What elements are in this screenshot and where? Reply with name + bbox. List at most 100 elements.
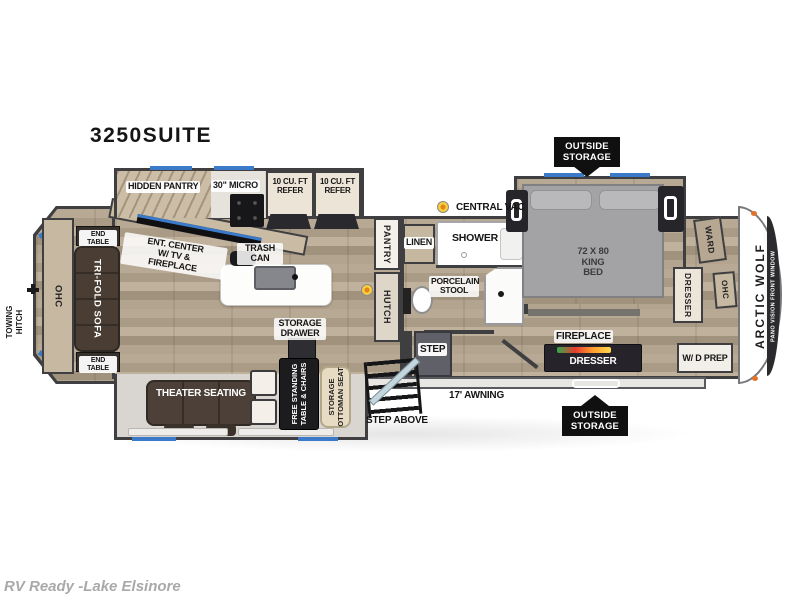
kitchen-window-1	[150, 166, 192, 170]
refer-2-box: 10 CU. FT REFER	[314, 171, 361, 218]
bed-window-right	[658, 186, 684, 232]
island-sink	[254, 266, 296, 290]
theater-seating-label: THEATER SEATING	[156, 388, 246, 399]
kitchen-slide: 10 CU. FT REFER 10 CU. FT REFER	[114, 168, 364, 218]
micro-label: 30" MICRO	[211, 180, 260, 192]
bed-foot-frame	[528, 309, 640, 316]
storage-drawer-label: STORAGE DRAWER	[274, 318, 326, 340]
outside-storage-badge-bottom: OUTSIDE STORAGE	[562, 406, 628, 436]
marker-light-top	[751, 211, 757, 216]
hidden-pantry-label: HIDDEN PANTRY	[126, 181, 201, 193]
end-table-top: END TABLE	[76, 226, 120, 248]
toilet-bowl	[411, 286, 433, 314]
bed-window-strip-1	[544, 173, 584, 177]
dresser-foot-label: DRESSER	[569, 356, 617, 367]
watermark: RV Ready -Lake Elsinore	[4, 578, 181, 595]
shower-seat	[500, 228, 523, 260]
king-bed-label: 72 X 80 KING BED	[577, 246, 609, 279]
ward-cabinet: WARD	[693, 216, 727, 264]
shower-bottom-wall	[436, 265, 526, 268]
front-cap: ARCTIC WOLF PANO VISION FRONT WINDOW	[738, 206, 782, 384]
central-vac-label: CENTRAL VAC	[456, 202, 525, 213]
awning-label: 17' AWNING	[449, 390, 505, 401]
bath-vanity	[484, 267, 524, 325]
arctic-wolf-text: ARCTIC WOLF	[752, 218, 768, 374]
shower-label: SHOWER	[452, 232, 499, 244]
fireplace-dresser: DRESSER	[544, 344, 642, 372]
arctic-wolf-label: ARCTIC WOLF	[753, 243, 767, 349]
kitchen-window-2	[214, 166, 254, 170]
fireplace-label: FIREPLACE	[554, 330, 613, 343]
porcelain-stool-label: PORCELAIN STOOL	[429, 276, 480, 297]
pantry-cabinet: PANTRY	[374, 218, 400, 270]
ohc-left-cabinet: OHC	[42, 218, 74, 374]
towing-hitch-label: TOWING HITCH	[5, 305, 24, 339]
ohc-right-label: OHC	[719, 280, 731, 300]
outside-storage-badge-bottom-tail	[581, 395, 609, 406]
free-standing-label: FREE STANDING TABLE & CHAIRS	[290, 362, 308, 426]
bed-window-left	[506, 190, 528, 232]
central-vac-floor-dot	[361, 284, 373, 296]
tri-fold-sofa: TRI-FOLD SOFA	[74, 246, 120, 352]
wd-prep-label: W/ D PREP	[682, 353, 728, 363]
floor-mat-1	[128, 428, 228, 436]
trash-can-label: TRASH CAN	[237, 243, 283, 265]
sink-faucet	[292, 274, 298, 280]
storage-ottoman-label: STORAGE OTTOMAN SEAT	[326, 367, 345, 427]
hutch-label: HUTCH	[382, 290, 392, 324]
bed-window-strip-2	[610, 173, 650, 177]
ward-label: WARD	[703, 225, 717, 255]
dining-chair-1	[250, 370, 277, 396]
hitch-mark-2	[31, 284, 35, 294]
refer-1-box: 10 CU. FT REFER	[266, 171, 314, 218]
storage-ottoman: STORAGE OTTOMAN SEAT	[320, 366, 351, 428]
theater-window-1	[132, 437, 176, 441]
shower	[436, 221, 526, 267]
refer-1-front	[266, 214, 311, 229]
dining-chair-2	[250, 399, 277, 425]
bed-window-right-glass	[664, 196, 677, 220]
front-window-band: PANO VISION FRONT WINDOW	[767, 216, 780, 376]
theater-window-2	[298, 437, 338, 441]
marker-light-bottom	[752, 376, 758, 381]
end-table-bottom: END TABLE	[76, 352, 120, 374]
end-table-bottom-label: END TABLE	[79, 356, 117, 374]
bath-wall-bottom	[424, 330, 494, 334]
linen-label: LINEN	[404, 237, 435, 249]
step-label: STEP	[418, 343, 448, 356]
bed-window-left-glass	[511, 199, 522, 221]
theater-sofa	[146, 380, 256, 426]
wd-prep-closet: W/ D PREP	[677, 343, 733, 373]
hidden-pantry-shelves	[117, 171, 211, 218]
end-table-top-label: END TABLE	[79, 230, 117, 248]
shower-drain	[461, 252, 467, 258]
central-vac-dot	[437, 201, 449, 213]
bed-pillow-right	[599, 190, 661, 210]
refer-2-label: 10 CU. FT REFER	[319, 177, 356, 195]
outside-storage-badge-top-tail	[573, 166, 601, 177]
stair-rail	[368, 356, 421, 406]
bed-pillow-left	[530, 190, 592, 210]
tri-fold-sofa-label: TRI-FOLD SOFA	[91, 259, 103, 339]
vanity-faucet	[498, 291, 504, 297]
towing-hitch: TOWING HITCH	[0, 296, 30, 348]
dresser-side-label: DRESSER	[683, 272, 693, 318]
hutch-cabinet: HUTCH	[374, 272, 400, 342]
range-cooktop	[230, 194, 264, 227]
page-title: 3250SUITE	[90, 124, 213, 147]
refer-2-front	[314, 214, 359, 229]
entry-stairs	[363, 356, 423, 419]
fireplace-flame-strip	[557, 347, 611, 353]
pano-vision-label: PANO VISION FRONT WINDOW	[770, 250, 777, 342]
dining-table: FREE STANDING TABLE & CHAIRS	[279, 358, 319, 430]
bath-wall-left	[400, 218, 404, 336]
storage-door-outline	[572, 379, 620, 388]
ohc-right-cabinet: OHC	[712, 271, 738, 309]
refer-1-label: 10 CU. FT REFER	[272, 177, 308, 195]
outside-storage-badge-top: OUTSIDE STORAGE	[554, 137, 620, 167]
ohc-left-label: OHC	[52, 284, 64, 308]
pantry-label: PANTRY	[382, 224, 392, 264]
toilet-tank	[403, 288, 411, 314]
storage-drawer-box	[288, 338, 316, 360]
